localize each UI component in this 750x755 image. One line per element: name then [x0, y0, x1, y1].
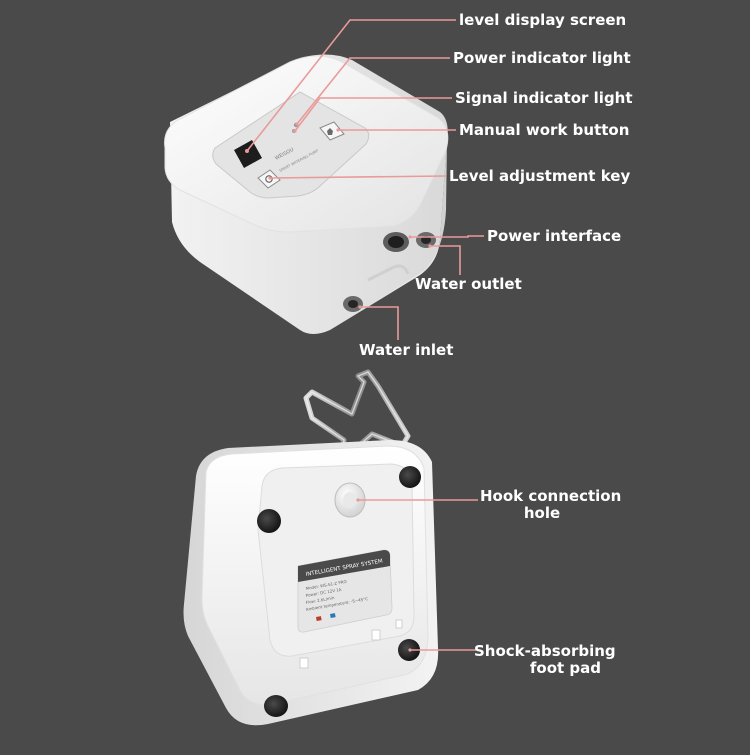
water-outlet-port	[416, 232, 436, 248]
manual-work-button	[319, 121, 345, 141]
sticker-line: Power: DC 12V 1A	[305, 587, 342, 598]
callout-label-level-adjustment-key: Level adjustment key	[449, 167, 631, 185]
screw-post	[299, 657, 309, 669]
screw-post	[395, 619, 403, 629]
callout-label-water-inlet: Water inlet	[359, 341, 454, 359]
callout-label-shock-absorbing-foot-pad: Shock-absorbing foot pad	[474, 642, 616, 677]
callout-label-line: foot pad	[529, 659, 601, 677]
callout-line	[296, 57, 450, 125]
power-interface-port	[383, 232, 409, 252]
callout-lines	[245, 19, 484, 652]
callout-line	[430, 245, 461, 275]
callout-label-power-interface: Power interface	[487, 227, 622, 245]
callout-label-line: hole	[523, 504, 561, 522]
callout-label-signal-indicator-light: Signal indicator light	[455, 89, 633, 107]
hanging-hook	[303, 369, 411, 489]
sticker-line: Flow: 2.6L/min	[305, 595, 335, 605]
callout-line	[269, 175, 447, 179]
water-inlet-port	[343, 296, 363, 312]
level-display-screen	[234, 140, 262, 168]
screw-post	[371, 629, 381, 641]
callout-label-line: Shock-absorbing	[474, 642, 616, 660]
callout-line	[246, 19, 456, 152]
pump-bottom-view: INTELLIGENT SPRAY SYSTEM Model: WS-S1-Z …	[183, 369, 439, 726]
callout-label-water-outlet: Water outlet	[415, 275, 522, 293]
pump-top-view: WEISOU SMART WATERING PUMP	[164, 54, 449, 334]
callout-label-manual-work-button: Manual work button	[459, 121, 630, 139]
callout-label-line: Hook connection	[480, 487, 622, 505]
callout-line	[360, 306, 399, 340]
callout-label-level-display-screen: level display screen	[459, 11, 627, 29]
callout-label-power-indicator-light: Power indicator light	[453, 49, 631, 67]
product-label-sticker: INTELLIGENT SPRAY SYSTEM Model: WS-S1-Z …	[297, 549, 393, 633]
callout-label-hook-connection-hole: Hook connection hole	[480, 487, 622, 522]
callout-line	[410, 235, 484, 238]
callout-line	[294, 97, 452, 132]
